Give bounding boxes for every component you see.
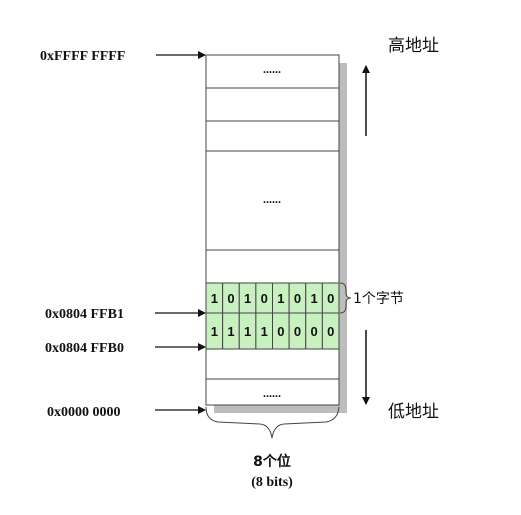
bit-value: 1 xyxy=(277,291,284,306)
address-top: 0xFFFF FFFF xyxy=(40,49,206,64)
high-address-label: 高地址 xyxy=(388,36,439,56)
bit-value: 0 xyxy=(227,291,234,306)
bit-value: 1 xyxy=(227,324,234,339)
width-label-cjk: 8个位 xyxy=(253,453,291,470)
bit-value: 1 xyxy=(211,291,218,306)
bit-value: 0 xyxy=(277,324,284,339)
memory-row-dividers xyxy=(206,87,339,380)
bit-value: 1 xyxy=(261,324,268,339)
top-ellipsis: ...... xyxy=(263,62,281,76)
bit-cell xyxy=(321,312,340,350)
address-label-bottom: 0x0000 0000 xyxy=(47,405,121,420)
bit-value: 1 xyxy=(244,324,251,339)
address-bottom: 0x0000 0000 xyxy=(47,405,206,420)
bit-value: 1 xyxy=(244,291,251,306)
bit-value: 0 xyxy=(294,291,301,306)
bit-value: 0 xyxy=(261,291,268,306)
address-byte-low: 0x0804 FFB0 xyxy=(45,341,206,356)
bit-value: 0 xyxy=(294,324,301,339)
byte-brace xyxy=(339,282,352,314)
bit-value: 1 xyxy=(211,324,218,339)
middle-ellipsis: ...... xyxy=(263,192,281,206)
byte-brace-label: 1个字节 xyxy=(353,291,404,307)
width-brace xyxy=(205,406,340,439)
bit-value: 0 xyxy=(327,291,334,306)
address-label-top: 0xFFFF FFFF xyxy=(40,49,125,64)
address-byte-high: 0x0804 FFB1 xyxy=(45,307,206,322)
address-label-byte-high: 0x0804 FFB1 xyxy=(45,307,124,322)
bit-value: 0 xyxy=(310,324,317,339)
bit-value: 1 xyxy=(310,291,317,306)
address-label-byte-low: 0x0804 FFB0 xyxy=(45,341,124,356)
bit-value: 0 xyxy=(327,324,334,339)
bottom-ellipsis: ...... xyxy=(263,386,281,400)
width-label-bits: (8 bits) xyxy=(251,475,293,490)
memory-column xyxy=(205,54,340,406)
low-address-label: 低地址 xyxy=(388,402,439,422)
